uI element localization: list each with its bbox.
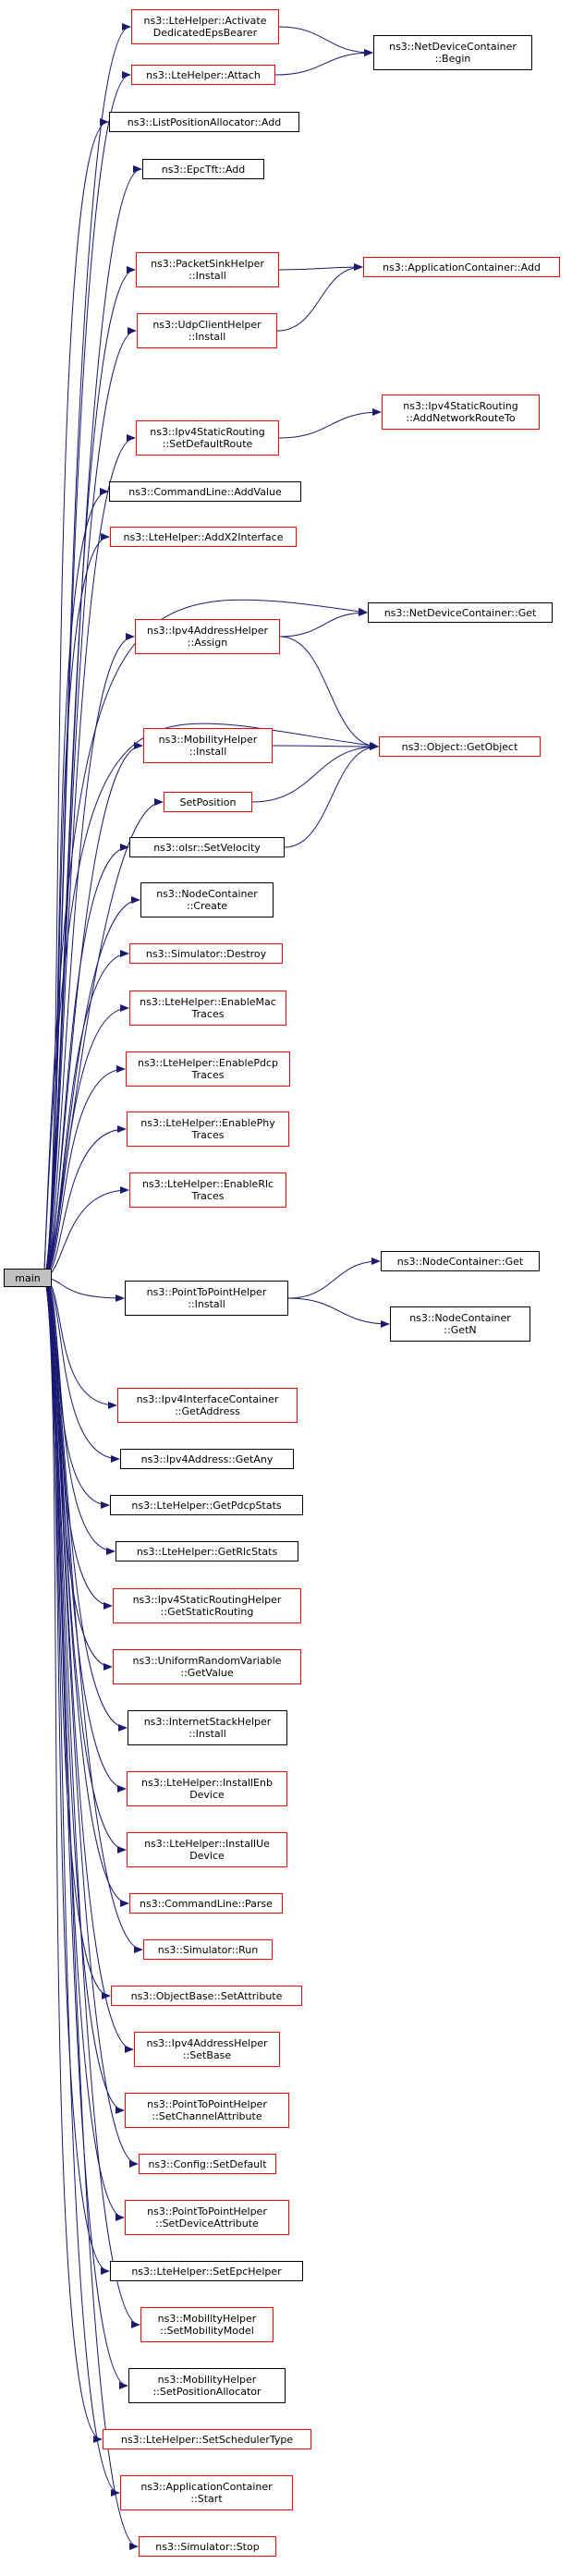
callee-node-14: ns3::NodeContainer ::Create bbox=[140, 882, 274, 917]
edge-main-to-c28 bbox=[45, 1281, 127, 1792]
callee-node-9[interactable]: ns3::LteHelper::AddX2Interface bbox=[110, 527, 297, 547]
callee-node-17[interactable]: ns3::LteHelper::EnablePdcp Traces bbox=[126, 1051, 290, 1087]
callee-node-13: ns3::olsr::SetVelocity bbox=[129, 837, 285, 857]
edge-c7-to-s3 bbox=[278, 408, 382, 439]
edge-main-to-s5 bbox=[43, 723, 379, 1271]
callee-node-41[interactable]: ns3::ApplicationContainer ::Start bbox=[120, 2475, 293, 2510]
callee-node-5[interactable]: ns3::PacketSinkHelper ::Install bbox=[136, 252, 279, 287]
callee-node-3: ns3::ListPositionAllocator::Add bbox=[109, 112, 299, 132]
edge-main-to-c5 bbox=[45, 266, 136, 1271]
callee-node-2[interactable]: ns3::LteHelper::Attach bbox=[131, 65, 275, 85]
callee-node-8: ns3::CommandLine::AddValue bbox=[109, 481, 301, 502]
edge-main-to-c16 bbox=[45, 1004, 129, 1277]
callee-node-38[interactable]: ns3::MobilityHelper ::SetMobilityModel bbox=[140, 2307, 274, 2342]
callee-node-s2[interactable]: ns3::ApplicationContainer::Add bbox=[363, 257, 560, 277]
callee-node-42[interactable]: ns3::Simulator::Stop bbox=[139, 2536, 276, 2557]
edge-c12-to-s5 bbox=[251, 743, 379, 803]
callee-node-s5[interactable]: ns3::Object::GetObject bbox=[379, 736, 541, 757]
callee-node-39: ns3::MobilityHelper ::SetPositionAllocat… bbox=[128, 2368, 286, 2403]
callee-node-6[interactable]: ns3::UdpClientHelper ::Install bbox=[137, 313, 277, 348]
edge-main-to-c3 bbox=[45, 118, 109, 1271]
edge-c20-to-s6 bbox=[287, 1258, 381, 1299]
callee-node-7[interactable]: ns3::Ipv4StaticRouting ::SetDefaultRoute bbox=[136, 420, 279, 456]
edge-main-to-c10 bbox=[45, 633, 135, 1274]
callee-node-27: ns3::InternetStackHelper ::Install bbox=[128, 1710, 287, 1745]
callee-node-22: ns3::Ipv4Address::GetAny bbox=[120, 1449, 294, 1469]
callee-node-34[interactable]: ns3::PointToPointHelper ::SetChannelAttr… bbox=[125, 2093, 289, 2128]
callee-node-36[interactable]: ns3::PointToPointHelper ::SetDeviceAttri… bbox=[125, 2200, 289, 2235]
callee-node-23: ns3::LteHelper::GetPdcpStats bbox=[110, 1495, 303, 1515]
callee-node-15[interactable]: ns3::Simulator::Destroy bbox=[129, 943, 283, 964]
edge-main-to-c6 bbox=[45, 327, 137, 1272]
callee-node-35[interactable]: ns3::Config::SetDefault bbox=[139, 2154, 276, 2174]
callee-node-s3[interactable]: ns3::Ipv4StaticRouting ::AddNetworkRoute… bbox=[382, 395, 540, 430]
edge-c1-to-s1 bbox=[278, 26, 373, 56]
edge-main-to-c19 bbox=[45, 1186, 129, 1278]
callee-node-29[interactable]: ns3::LteHelper::InstallUe Device bbox=[127, 1832, 287, 1867]
edge-main-to-c4 bbox=[45, 165, 142, 1271]
callee-node-s6: ns3::NodeContainer::Get bbox=[381, 1251, 540, 1271]
callee-node-21[interactable]: ns3::Ipv4InterfaceContainer ::GetAddress bbox=[117, 1388, 298, 1423]
callee-node-18[interactable]: ns3::LteHelper::EnablePhy Traces bbox=[127, 1112, 289, 1147]
edge-main-to-c27 bbox=[45, 1281, 128, 1732]
callee-node-s4: ns3::NetDeviceContainer::Get bbox=[368, 602, 553, 623]
edge-main-to-c33 bbox=[45, 1282, 134, 2053]
edge-c5-to-s2 bbox=[278, 263, 363, 272]
callee-node-10[interactable]: ns3::Ipv4AddressHelper ::Assign bbox=[135, 619, 280, 654]
callee-node-1[interactable]: ns3::LteHelper::Activate DedicatedEpsBea… bbox=[131, 9, 279, 44]
callee-node-12[interactable]: SetPosition bbox=[164, 792, 252, 812]
callee-node-19[interactable]: ns3::LteHelper::EnableRlc Traces bbox=[129, 1173, 286, 1208]
edge-main-to-c18 bbox=[45, 1125, 127, 1278]
callee-node-4: ns3::EpcTft::Add bbox=[142, 159, 264, 179]
edge-c6-to-s2 bbox=[276, 263, 363, 332]
callee-node-33[interactable]: ns3::Ipv4AddressHelper ::SetBase bbox=[134, 2032, 280, 2067]
edge-main-to-c7 bbox=[45, 434, 136, 1273]
edge-c10-to-s4 bbox=[279, 609, 368, 638]
callee-node-26[interactable]: ns3::UniformRandomVariable ::GetValue bbox=[113, 1649, 301, 1684]
callee-node-30[interactable]: ns3::CommandLine::Parse bbox=[129, 1893, 283, 1914]
callee-node-s1: ns3::NetDeviceContainer ::Begin bbox=[373, 35, 532, 70]
callee-node-31[interactable]: ns3::Simulator::Run bbox=[143, 1939, 273, 1960]
edge-main-to-c20 bbox=[45, 1277, 125, 1302]
edge-main-to-c31 bbox=[45, 1282, 143, 1953]
callee-node-s7: ns3::NodeContainer ::GetN bbox=[390, 1306, 530, 1342]
root-node-main[interactable]: main bbox=[4, 1269, 52, 1287]
edge-c10-to-s5 bbox=[279, 636, 379, 750]
edge-main-to-c35 bbox=[45, 1283, 139, 2168]
callee-node-25[interactable]: ns3::Ipv4StaticRoutingHelper ::GetStatic… bbox=[113, 1588, 301, 1623]
edge-main-to-c13 bbox=[45, 844, 129, 1276]
callee-node-40[interactable]: ns3::LteHelper::SetSchedulerType bbox=[103, 2429, 311, 2449]
callee-node-11[interactable]: ns3::MobilityHelper ::Install bbox=[143, 728, 273, 763]
edge-main-to-c22 bbox=[45, 1278, 120, 1463]
callee-node-37: ns3::LteHelper::SetEpcHelper bbox=[110, 2261, 303, 2281]
edge-main-to-c24 bbox=[45, 1279, 116, 1555]
edge-main-to-s4 bbox=[43, 599, 368, 1271]
callee-node-28[interactable]: ns3::LteHelper::InstallEnb Device bbox=[127, 1771, 287, 1806]
edge-main-to-c17 bbox=[45, 1065, 126, 1277]
edge-c2-to-s1 bbox=[274, 49, 373, 76]
edge-c20-to-s7 bbox=[287, 1297, 390, 1328]
edge-main-to-c21 bbox=[45, 1278, 117, 1409]
edge-c13-to-s5 bbox=[284, 743, 379, 848]
edge-c11-to-s5 bbox=[272, 742, 379, 750]
edge-main-to-c15 bbox=[45, 950, 129, 1276]
callee-node-20: ns3::PointToPointHelper ::Install bbox=[125, 1281, 288, 1316]
callee-node-32[interactable]: ns3::ObjectBase::SetAttribute bbox=[111, 1986, 302, 2006]
edge-main-to-c40 bbox=[45, 1284, 103, 2443]
edge-main-to-c42 bbox=[45, 1284, 139, 2550]
edge-main-to-c9 bbox=[45, 533, 110, 1273]
callee-node-16[interactable]: ns3::LteHelper::EnableMac Traces bbox=[129, 990, 286, 1026]
edge-main-to-c41 bbox=[45, 1284, 120, 2497]
callee-node-24: ns3::LteHelper::GetRlcStats bbox=[116, 1541, 298, 1561]
